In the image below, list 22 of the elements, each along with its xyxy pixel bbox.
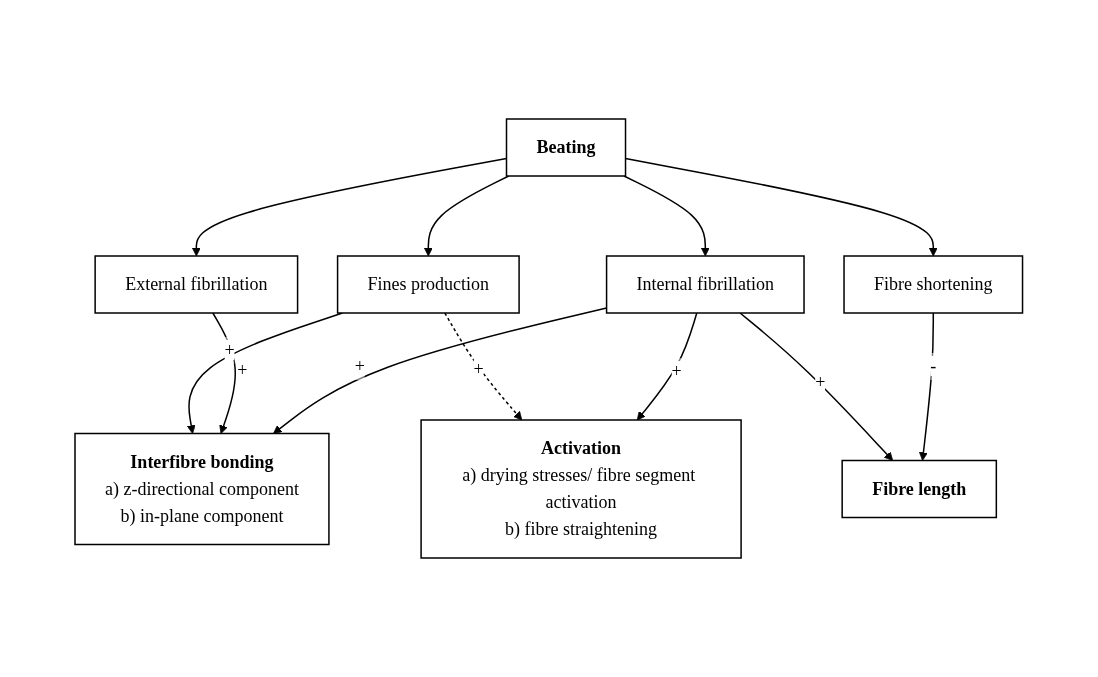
arrow xyxy=(424,175,510,257)
edge-label: + xyxy=(671,361,682,382)
edge-label: + xyxy=(473,359,484,380)
arrow xyxy=(192,157,508,257)
arrow xyxy=(623,175,710,257)
edge-label: + xyxy=(815,372,826,393)
arrow xyxy=(739,312,894,461)
edge-label: + xyxy=(237,360,248,381)
node-box: Fibre shortening xyxy=(843,255,1024,314)
node-box: Beating xyxy=(506,118,627,177)
edge-label: - xyxy=(930,356,937,376)
arrow xyxy=(625,157,938,257)
node-box: Activation a) drying stresses/ fibre segment activation b) fibre straightening xyxy=(420,419,743,559)
node-box: Fibre length xyxy=(841,459,998,519)
arrow xyxy=(637,312,698,421)
node-box: External fibrillation xyxy=(94,255,299,314)
edge-label: + xyxy=(224,339,235,360)
edge-label: + xyxy=(355,356,366,376)
node-box: Interfibre bonding a) z-directional component b) in-plane component xyxy=(74,432,330,546)
node-box: Internal fibrillation xyxy=(606,255,805,314)
arrow xyxy=(444,312,523,421)
node-box: Fines production xyxy=(337,255,521,314)
